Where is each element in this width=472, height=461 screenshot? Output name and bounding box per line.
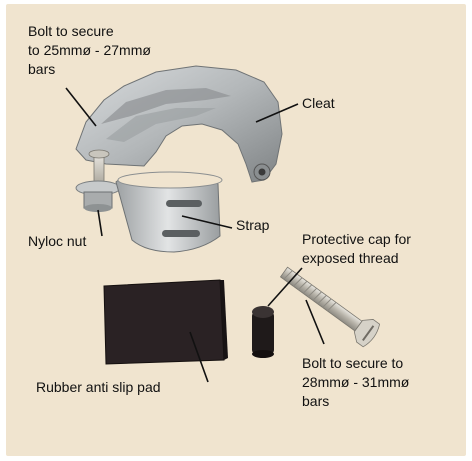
strap bbox=[115, 171, 223, 253]
label-protective-cap: Protective cap for exposed thread bbox=[302, 230, 411, 268]
label-protective-cap-line-1: Protective cap for bbox=[302, 231, 411, 247]
leader-strap bbox=[181, 215, 233, 229]
label-bolt-large: Bolt to secure to 28mmø - 31mmø bars bbox=[302, 354, 409, 411]
leader-cleat bbox=[255, 103, 299, 123]
label-bolt-small-line-3: bars bbox=[28, 61, 56, 77]
label-bolt-small: Bolt to secure to 25mmø - 27mmø bars bbox=[28, 22, 151, 79]
cleat bbox=[75, 65, 283, 183]
diagram-frame: Bolt to secure to 25mmø - 27mmø bars Cle… bbox=[6, 4, 466, 456]
leader-nyloc bbox=[97, 209, 103, 237]
leader-pad bbox=[189, 331, 209, 383]
label-bolt-large-line-2: 28mmø - 31mmø bbox=[302, 374, 410, 390]
label-bolt-small-line-2: to 25mmø - 27mmø bbox=[28, 42, 151, 58]
label-rubber-pad: Rubber anti slip pad bbox=[36, 379, 161, 395]
nyloc-nut bbox=[75, 180, 121, 212]
label-protective-cap-line-2: exposed thread bbox=[302, 250, 399, 266]
label-cleat: Cleat bbox=[302, 95, 335, 111]
label-bolt-large-line-3: bars bbox=[302, 393, 330, 409]
protective-cap bbox=[252, 306, 274, 358]
leader-lines bbox=[65, 87, 325, 383]
leader-bolt-large bbox=[305, 299, 325, 345]
large-bolt bbox=[279, 266, 381, 348]
label-bolt-small-line-1: Bolt to secure bbox=[28, 23, 114, 39]
leader-cap bbox=[267, 267, 303, 307]
label-strap: Strap bbox=[236, 217, 270, 233]
label-nyloc-nut: Nyloc nut bbox=[28, 233, 87, 249]
product-illustration bbox=[65, 65, 381, 383]
leader-bolt-small bbox=[65, 87, 97, 127]
rubber-pad bbox=[103, 279, 228, 365]
label-bolt-large-line-1: Bolt to secure to bbox=[302, 355, 404, 371]
